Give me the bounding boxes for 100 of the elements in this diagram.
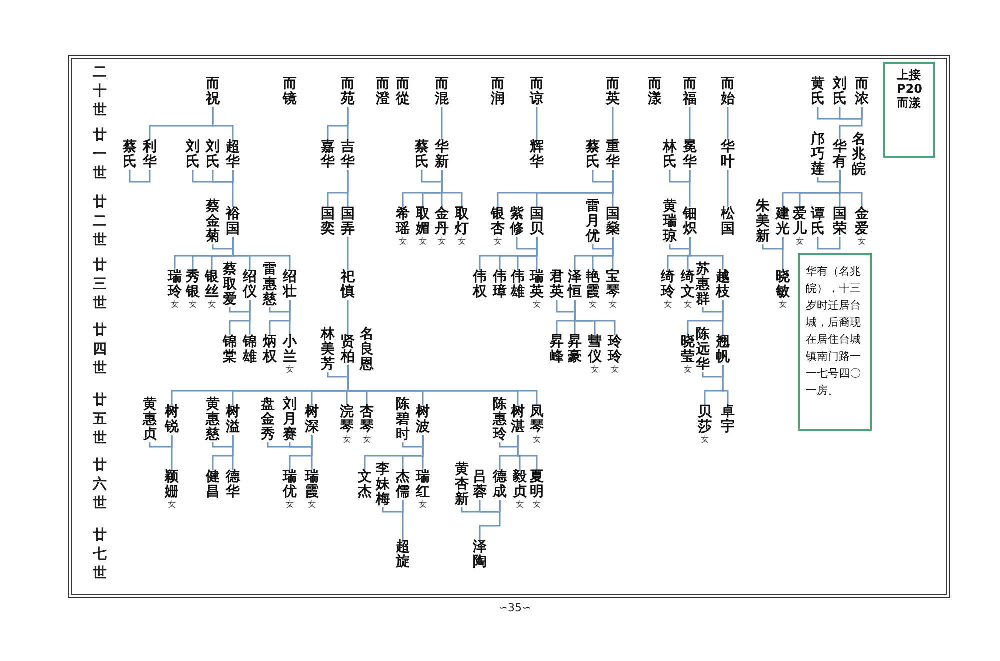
person-name: 国荣 (833, 207, 847, 237)
person-name: 贝莎 (698, 405, 712, 435)
person-name: 而澄 (376, 77, 390, 107)
female-mark: 女 (168, 500, 176, 509)
generation-label: 廿六世 (93, 456, 107, 514)
female-mark: 女 (286, 500, 294, 509)
person-name: 谭氏 (811, 207, 825, 237)
person-name: 刘氏 (206, 140, 220, 170)
person-name: 而英 (606, 77, 620, 107)
female-mark: 女 (458, 237, 466, 246)
generation-label: 廿一世 (93, 126, 107, 184)
person-name: 君英 (550, 270, 564, 300)
tree-line (669, 170, 691, 183)
person-name: 国奕 (321, 207, 335, 237)
tree-line (782, 170, 841, 207)
person-name: 瑞红 (416, 470, 430, 500)
person-name: 卓宇 (721, 405, 735, 435)
person-name: 盘金秀 (261, 398, 275, 442)
tree-line (536, 107, 538, 140)
tree-line (402, 500, 404, 540)
person-name: 利华 (143, 140, 157, 170)
person-name: 国燊 (606, 207, 620, 237)
person-name: 刘氏 (186, 140, 200, 170)
person-name: 而苑 (341, 77, 355, 107)
tree-line (782, 237, 784, 270)
person-name: 泽恒 (568, 270, 582, 300)
tree-line (232, 170, 234, 207)
person-name: 华有 (833, 140, 847, 170)
person-name: 翘帆 (716, 335, 730, 365)
generation-label: 廿五世 (93, 392, 107, 448)
person-name: 绮文 (681, 270, 695, 300)
person-name: 树深 (305, 405, 319, 435)
person-name: 彗仪 (588, 335, 602, 365)
person-name: 吕蓉 (473, 470, 487, 500)
person-name: 瑞玲 (168, 270, 182, 300)
tree-line (556, 300, 576, 335)
person-name: 重华 (606, 140, 620, 170)
tree-line (269, 300, 291, 335)
female-mark: 女 (532, 435, 542, 444)
female-mark: 女 (398, 237, 408, 246)
tree-line (149, 107, 214, 140)
person-name: 伟璋 (493, 270, 507, 300)
person-name: 而始 (721, 77, 735, 107)
person-name: 陈惠玲 (493, 398, 507, 442)
tree-line (192, 170, 234, 183)
tree-line (229, 300, 251, 335)
page-number: ∽35∽ (498, 602, 532, 614)
female-mark: 女 (590, 365, 600, 374)
tree-line (704, 365, 724, 405)
person-name: 文杰 (358, 470, 372, 500)
person-name: 黄杏新 (455, 462, 469, 508)
person-name: 黄惠贞 (143, 398, 157, 442)
person-name: 树溢 (226, 405, 240, 435)
person-name: 德华 (226, 470, 240, 500)
person-name: 黄氏 (811, 77, 825, 107)
female-mark: 女 (208, 300, 216, 309)
person-name: 而從 (396, 77, 410, 107)
person-name: 而漾 (648, 77, 662, 107)
person-name: 陈碧时 (396, 398, 410, 442)
person-name: 瑞霞 (305, 470, 319, 500)
person-name: 而镜 (283, 77, 297, 107)
person-name: 邝巧莲 (811, 132, 825, 178)
alias-name: 名兆皖 (852, 132, 866, 178)
person-name: 超华 (226, 140, 240, 170)
person-name: 吉华 (341, 140, 355, 170)
female-mark: 女 (438, 237, 446, 246)
person-name: 泽陶 (473, 540, 487, 570)
tree-line (574, 237, 614, 270)
female-mark: 女 (610, 365, 620, 374)
person-name: 国贝 (530, 207, 544, 237)
tree-line (687, 300, 724, 335)
person-name: 蔡取爱 (223, 262, 237, 308)
tree-line (727, 107, 729, 140)
person-name: 华新 (435, 140, 449, 170)
person-name: 松国 (721, 207, 735, 237)
female-mark: 女 (362, 435, 372, 444)
person-name: 蔡氏 (123, 140, 137, 170)
person-name: 希瑶 (396, 207, 410, 237)
person-name: 紫修 (510, 207, 524, 237)
tree-line (667, 237, 691, 270)
tree-line (689, 107, 691, 140)
female-mark: 女 (684, 300, 692, 309)
female-mark: 女 (532, 300, 542, 309)
person-name: 浣琴 (340, 405, 354, 435)
person-name: 德成 (493, 470, 507, 500)
person-name: 炳权 (263, 335, 277, 365)
tree-line (347, 300, 349, 335)
person-name: 越枝 (716, 270, 730, 300)
tree-line (441, 107, 443, 140)
tree-line (212, 435, 234, 470)
tree-line (817, 237, 841, 250)
person-name: 伟权 (473, 270, 487, 300)
female-mark: 女 (286, 365, 294, 374)
person-name: 颖姗 (165, 470, 179, 500)
alias-name: 名良恩 (360, 328, 374, 372)
tree-line (327, 107, 349, 140)
person-name: 黄惠慈 (206, 398, 220, 442)
person-name: 华叶 (721, 140, 735, 170)
person-name: 取灯 (455, 207, 469, 237)
tree-line (497, 170, 614, 207)
